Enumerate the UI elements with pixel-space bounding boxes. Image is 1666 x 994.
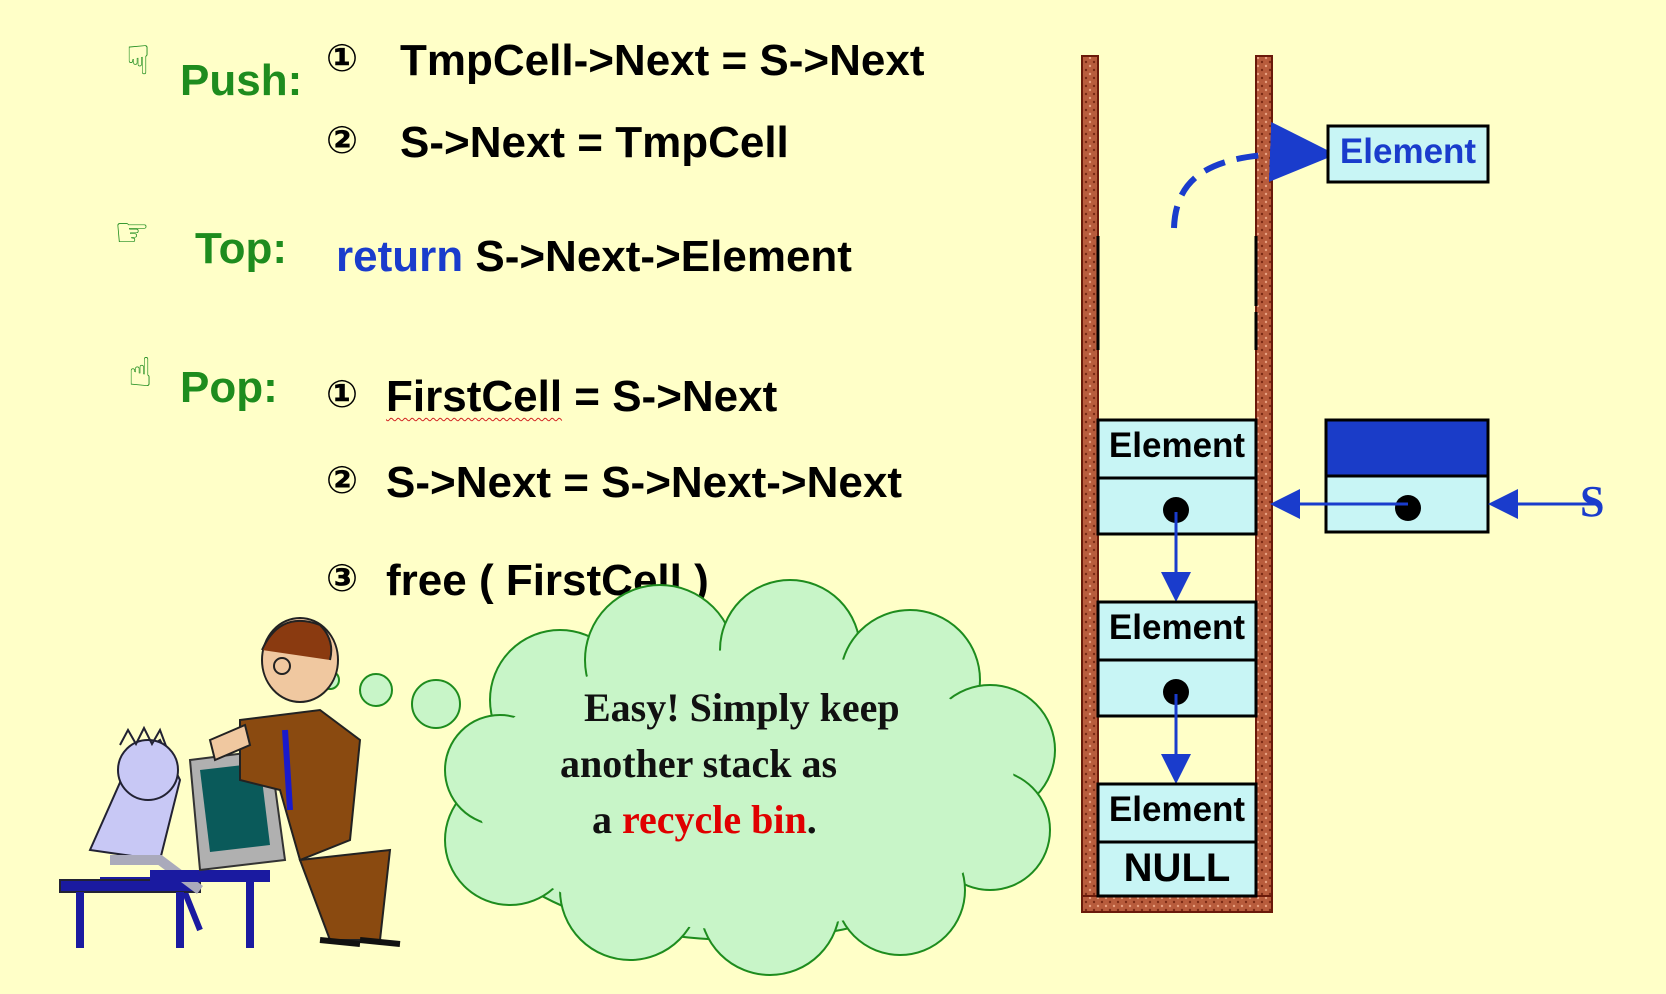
push-step1-marker: ① bbox=[326, 38, 359, 80]
pop-step1-marker: ① bbox=[326, 374, 359, 416]
pop-step2-marker: ② bbox=[326, 460, 359, 502]
pointing-hand-right-icon: ☞ bbox=[114, 211, 150, 255]
stack-right-wall bbox=[1255, 55, 1273, 909]
bubble-line-2: another stack as bbox=[560, 741, 838, 786]
pop-dashed-arrow bbox=[1171, 121, 1336, 229]
bubble-line-3-prefix: a bbox=[592, 797, 622, 842]
top-label: Top: bbox=[195, 224, 288, 273]
stack-floor bbox=[1081, 895, 1273, 913]
desk bbox=[150, 870, 270, 882]
cartoon-illustration bbox=[59, 579, 1056, 976]
push-step1-code: TmpCell->Next = S->Next bbox=[400, 36, 925, 85]
pointing-hand-down-icon: ☟ bbox=[126, 39, 151, 83]
bubble-line-1: Easy! Simply keep bbox=[584, 685, 900, 730]
pop-step3-marker: ③ bbox=[326, 558, 359, 600]
push-step2-code: S->Next = TmpCell bbox=[400, 118, 789, 167]
firstcell-var: FirstCell bbox=[386, 372, 563, 421]
bubble-text: Easy! Simply keep another stack as a rec… bbox=[560, 680, 900, 848]
bubble-line-3-suffix: . bbox=[806, 797, 817, 842]
s-pointer-label: S bbox=[1580, 477, 1605, 526]
push-label: Push: bbox=[180, 56, 303, 105]
top-expression: S->Next->Element bbox=[475, 232, 852, 281]
stack-cell-1-label: Element bbox=[1108, 426, 1246, 465]
top-code: return S->Next->Element bbox=[336, 232, 852, 282]
stack-cell-2-label: Element bbox=[1108, 608, 1246, 647]
null-label: NULL bbox=[1123, 846, 1231, 890]
pointing-hand-up-icon: ☝ bbox=[128, 351, 153, 395]
bubble-line-3: a recycle bin. bbox=[560, 792, 900, 848]
header-node-top bbox=[1324, 418, 1490, 478]
pop-step1-code: FirstCell = S->Next bbox=[386, 372, 777, 422]
stack-cell-3-label: Element bbox=[1108, 790, 1246, 829]
pop-step2-code: S->Next = S->Next->Next bbox=[386, 458, 902, 507]
return-keyword: return bbox=[336, 232, 464, 281]
popped-element-label: Element bbox=[1339, 132, 1477, 171]
pop-label: Pop: bbox=[180, 363, 278, 412]
monitor bbox=[188, 748, 287, 872]
seated-person bbox=[59, 725, 203, 948]
standing-man bbox=[208, 617, 401, 947]
pop-step1-rest: = S->Next bbox=[562, 372, 778, 421]
recycle-bin-highlight: recycle bin bbox=[622, 797, 807, 842]
push-step2-marker: ② bbox=[326, 120, 359, 162]
